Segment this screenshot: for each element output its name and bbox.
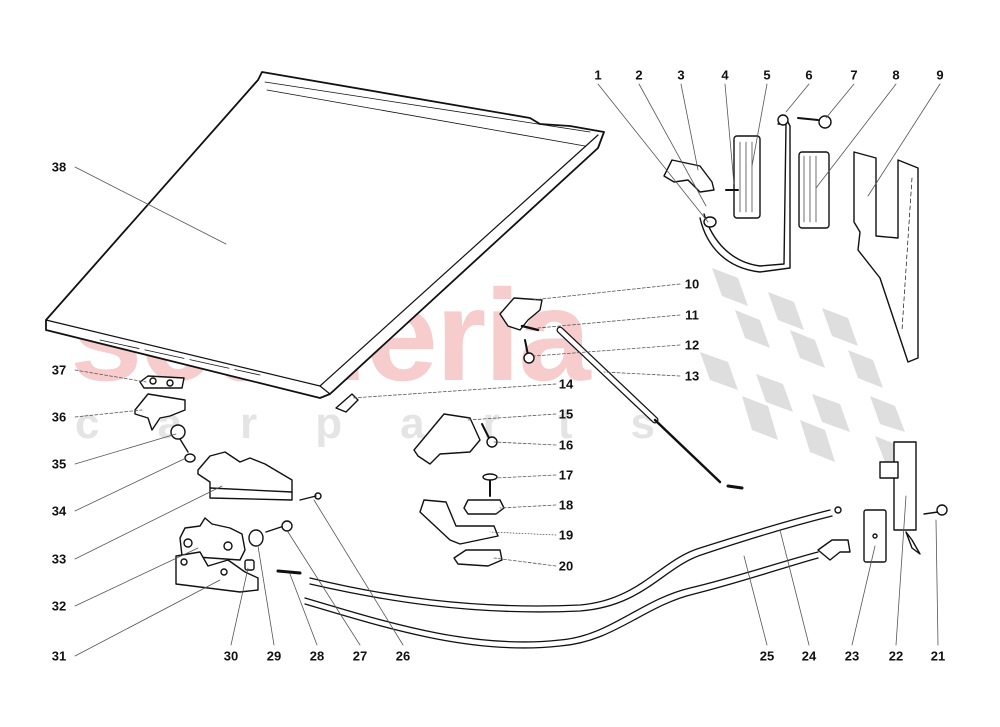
callout-16: 16 (558, 437, 574, 453)
part-35-bolt (170, 424, 196, 463)
part-29-washer (248, 529, 264, 547)
callout-8: 8 (892, 67, 900, 83)
part-8-pad (798, 151, 830, 229)
part-5-pad (733, 135, 761, 219)
callout-12: 12 (684, 337, 700, 353)
part-14-buffer (335, 393, 359, 413)
callout-2: 2 (635, 67, 643, 83)
callout-9: 9 (936, 67, 944, 83)
callout-4: 4 (721, 67, 729, 83)
callout-15: 15 (558, 406, 574, 422)
callout-26: 26 (395, 648, 411, 664)
callout-19: 19 (558, 527, 574, 543)
callout-36: 36 (51, 409, 67, 425)
part-24-cable (309, 506, 842, 613)
callout-5: 5 (763, 67, 771, 83)
callout-11: 11 (685, 307, 699, 323)
callout-17: 17 (558, 467, 574, 483)
part-19-hook (419, 499, 499, 545)
callout-30: 30 (223, 648, 239, 664)
callout-35: 35 (51, 456, 67, 472)
part-12-bolt (524, 339, 529, 356)
part-37-clip-plate (139, 375, 185, 389)
watermark-letter: t (557, 399, 573, 448)
part-21-screw (923, 511, 939, 515)
part-9-seal-plate (853, 151, 919, 363)
part-28-stud (276, 569, 302, 575)
callout-6: 6 (805, 67, 813, 83)
part-27-bolt (265, 525, 285, 533)
part-3-hinge-bracket (663, 159, 715, 193)
part-10-bracket (499, 297, 543, 331)
watermark-letter: a (400, 399, 425, 448)
callout-23: 23 (844, 648, 860, 664)
part-33-latch-cover (197, 451, 293, 501)
callout-18: 18 (558, 497, 574, 513)
callout-33: 33 (51, 551, 67, 567)
callout-34: 34 (51, 503, 67, 519)
callout-38: 38 (51, 159, 67, 175)
part-31-latch-base (175, 551, 259, 593)
callout-14: 14 (558, 376, 574, 392)
callout-29: 29 (266, 648, 282, 664)
part-26-screw (299, 495, 317, 501)
callout-20: 20 (558, 558, 574, 574)
callout-13: 13 (684, 368, 700, 384)
callout-10: 10 (684, 276, 700, 292)
part-6-hinge-arm (699, 114, 791, 273)
callout-31: 31 (51, 648, 67, 664)
callout-3: 3 (677, 67, 685, 83)
callout-37: 37 (51, 362, 67, 378)
callout-28: 28 (309, 648, 325, 664)
part-23-cover (863, 509, 887, 563)
hood-panel (45, 71, 605, 399)
callout-25: 25 (759, 648, 775, 664)
callout-32: 32 (51, 598, 67, 614)
part-7-bolt (797, 117, 819, 121)
callout-7: 7 (850, 67, 858, 83)
part-36-bracket (134, 393, 186, 431)
part-32-latch (179, 517, 246, 561)
callout-22: 22 (888, 648, 904, 664)
part-30-bushing (244, 559, 255, 571)
callout-21: 21 (930, 648, 946, 664)
part-16-bolt (481, 423, 491, 441)
part-18-plate (463, 499, 505, 515)
release-handle (817, 539, 851, 561)
callout-1: 1 (594, 67, 602, 83)
callout-27: 27 (352, 648, 368, 664)
watermark-letter: c (75, 399, 100, 448)
callout-24: 24 (801, 648, 817, 664)
part-22-release-bracket (879, 441, 921, 555)
watermark-letter: r (240, 399, 258, 448)
leader-lines (74, 83, 941, 657)
part-20-plate (453, 549, 503, 567)
part-15-striker-bracket (413, 413, 481, 465)
part-13-gas-strut (556, 326, 744, 490)
part-11-ball-stud (520, 324, 540, 332)
